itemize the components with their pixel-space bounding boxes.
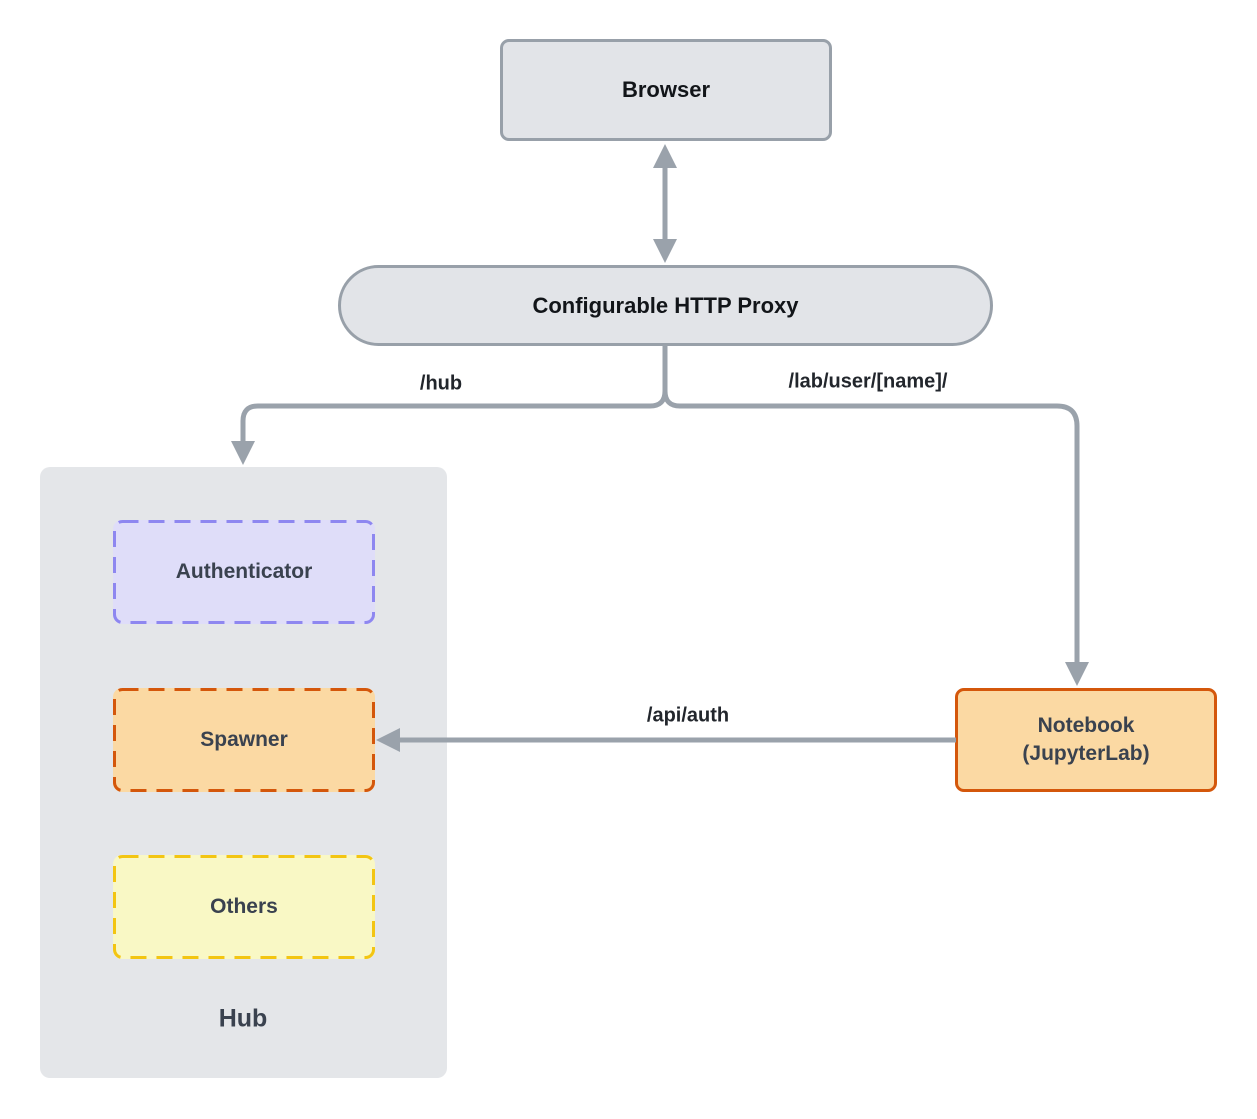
authenticator-label: Authenticator [175,560,313,583]
notebook-label-line1: Notebook [1037,714,1135,738]
proxy-hub-arrowhead [231,441,255,465]
notebook-label-line2: (JupyterLab) [1022,742,1150,765]
browser-node: Browser [500,39,832,141]
browser-label: Browser [621,77,711,102]
spawner-label: Spawner [200,728,288,751]
proxy-node: Configurable HTTP Proxy [338,265,993,346]
hub-route-label: /hub [416,372,466,396]
browser-proxy-arrowhead-down [653,239,677,263]
proxy-notebook-arrowhead [1065,662,1089,686]
hub-label: Hub [218,1004,268,1033]
api-auth-label: /api/auth [646,704,730,727]
spawner-node: Spawner [113,688,375,792]
lab-route-label: /lab/user/[name]/ [785,370,951,394]
notebook-node: Notebook (JupyterLab) [955,688,1217,792]
proxy-label: Configurable HTTP Proxy [532,292,799,318]
others-label: Others [210,895,278,918]
authenticator-node: Authenticator [113,520,375,624]
others-node: Others [113,855,375,959]
browser-proxy-arrowhead-up [653,144,677,168]
